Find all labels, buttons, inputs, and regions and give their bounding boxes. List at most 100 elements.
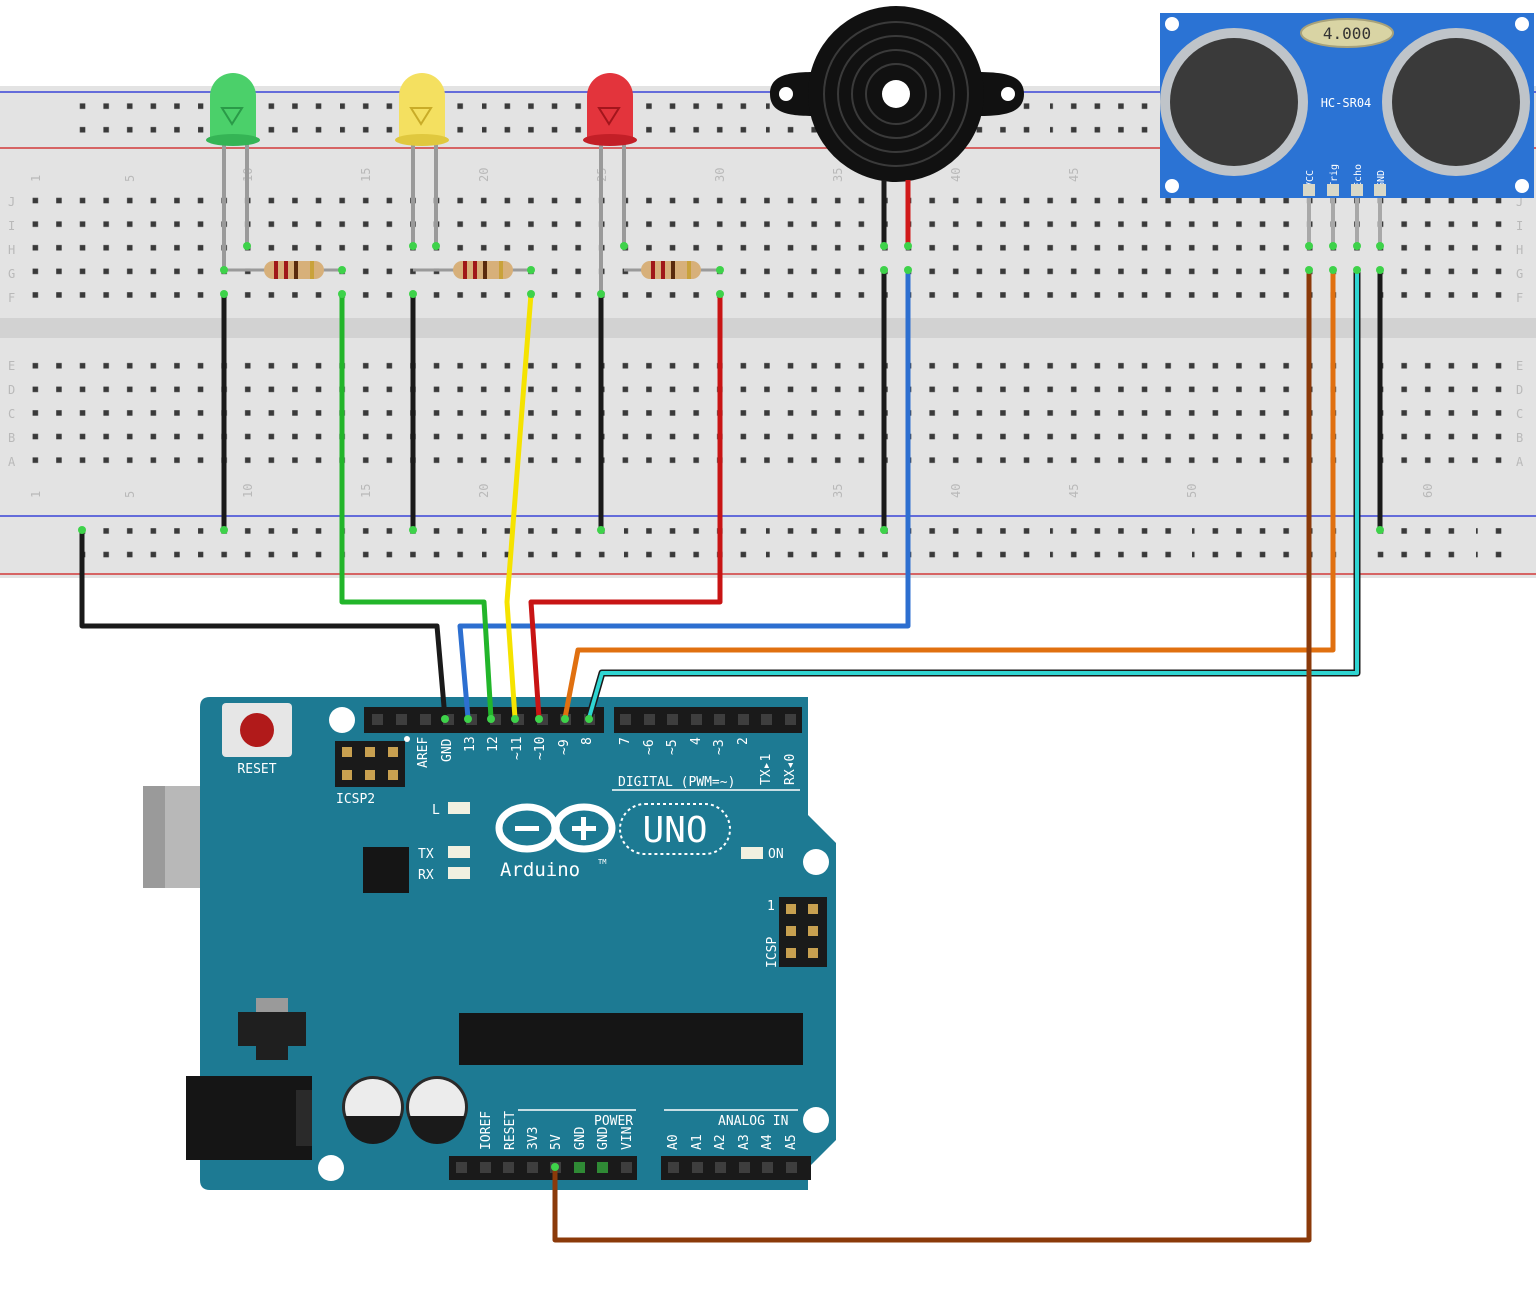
column-label: 45 [1067, 168, 1081, 182]
icsp2-label: ICSP2 [336, 792, 375, 807]
led-l [448, 802, 470, 814]
row-label: B [1516, 431, 1523, 445]
row-label: H [1516, 243, 1523, 257]
row-label: A [1516, 455, 1524, 469]
trademark-label: TM [598, 858, 606, 866]
column-label: 1 [29, 491, 43, 498]
column-label: 35 [831, 484, 845, 498]
wire-echo-pin8-color [587, 268, 1359, 720]
row-label: D [1516, 383, 1523, 397]
column-label: 30 [713, 168, 727, 182]
column-label: 45 [1067, 484, 1081, 498]
digital-pin-labels: AREF GND 13 12 ~11 ~10 ~9 8 7 ~6 ~5 4 ~3… [416, 736, 798, 785]
led-green [206, 73, 260, 270]
sensor-model-label: HC-SR04 [1321, 96, 1372, 110]
brand-label: Arduino [500, 859, 580, 881]
pin-label-a5: A5 [784, 1134, 799, 1150]
row-label: F [8, 291, 15, 305]
row-label: I [8, 219, 15, 233]
pin-label-gnd2: GND [596, 1126, 611, 1150]
pin-label-a1: A1 [690, 1134, 705, 1150]
wire-red-pin10 [528, 291, 723, 721]
row-label: H [8, 243, 15, 257]
pin-label-a2: A2 [713, 1134, 728, 1150]
wire-yellow-pin11 [504, 291, 534, 721]
pin-label-gnd1: GND [573, 1126, 588, 1150]
capacitor-1 [342, 1076, 404, 1144]
row-label: F [1516, 291, 1523, 305]
wire-vcc-5v [552, 267, 1312, 1243]
led-on [741, 847, 763, 859]
sensor-pin-trig-label: Trig [1329, 164, 1340, 188]
board-outline [200, 697, 836, 1190]
model-label: UNO [642, 810, 707, 851]
analog-pin-labels: A0 A1 A2 A3 A4 A5 [666, 1134, 799, 1150]
pin-label-13: 13 [463, 736, 478, 752]
column-label: 20 [477, 484, 491, 498]
column-label: 20 [477, 168, 491, 182]
led-l-label: L [432, 803, 440, 818]
reset-label: RESET [237, 762, 276, 777]
pin-label-vin: VIN [620, 1127, 635, 1150]
sensor-pin-vcc-label: VCC [1305, 170, 1316, 188]
column-labels-bottom: 1 5 10 15 20 35 40 45 50 60 [29, 484, 1435, 498]
pin-label-9: ~9 [557, 739, 572, 755]
pin-label-gnd: GND [440, 738, 455, 762]
pin-label-reset: RESET [503, 1111, 518, 1150]
column-label: 40 [949, 168, 963, 182]
row-labels-left: J I H G F E D C B A [8, 195, 16, 469]
wire-gnd-rail [79, 527, 448, 721]
voltage-regulator [256, 998, 288, 1012]
row-labels-right: J I H G F E D C B A [1516, 195, 1524, 469]
row-label: C [8, 407, 15, 421]
row-label: D [8, 383, 15, 397]
column-label: 50 [1185, 484, 1199, 498]
wire-trig-pin9 [562, 267, 1336, 721]
row-label: A [8, 455, 16, 469]
digital-header-right [614, 707, 802, 733]
pin-label-5v: 5V [549, 1134, 564, 1150]
resistor-3 [624, 261, 720, 279]
piezo-buzzer [770, 6, 1024, 246]
row-label: E [1516, 359, 1523, 373]
sensor-pin-echo-label: Echo [1353, 164, 1364, 188]
pin-label-7: 7 [618, 737, 633, 745]
pin-label-3v3: 3V3 [526, 1127, 541, 1150]
column-label: 35 [831, 168, 845, 182]
led-tx-label: TX [418, 847, 434, 862]
pin-label-ioref: IOREF [479, 1111, 494, 1150]
wire-buzzer-pin13 [457, 267, 911, 721]
row-label: G [1516, 267, 1523, 281]
crystal [1300, 18, 1394, 48]
resistor-2 [413, 261, 531, 279]
ultrasonic-sensor: 4.000 HC-SR04 VCC Trig Echo GND [1160, 13, 1534, 248]
row-label: C [1516, 407, 1523, 421]
pin-label-tx1: TX▸1 [759, 754, 774, 785]
pin-label-3: ~3 [712, 739, 727, 755]
pin-label-5: ~5 [665, 739, 680, 755]
row-label: E [8, 359, 15, 373]
power-jack [186, 1076, 312, 1160]
crystal-label: 4.000 [1323, 24, 1371, 43]
power-rail-bottom-holes [67, 518, 1519, 565]
arduino-uno: RESET ICSP2 AREF GND 13 12 ~11 ~10 ~9 8 [143, 697, 836, 1190]
pin-label-6: ~6 [642, 739, 657, 755]
pin-label-12: 12 [486, 736, 501, 752]
power-header [449, 1156, 637, 1180]
pin-label-11: ~11 [510, 737, 525, 760]
capacitor-2 [406, 1076, 468, 1144]
row-label: G [8, 267, 15, 281]
pin-label-a0: A0 [666, 1134, 681, 1150]
power-pin-labels: IOREF RESET 3V3 5V GND GND VIN [479, 1111, 635, 1150]
sensor-pin-gnd-label: GND [1376, 170, 1387, 188]
pin-label-4: 4 [689, 737, 704, 745]
column-label: 1 [29, 175, 43, 182]
led-on-label: ON [768, 847, 784, 862]
pin-label-2: 2 [736, 737, 751, 745]
led-rx-label: RX [418, 868, 434, 883]
pin-label-rx0: RX◂0 [783, 754, 798, 785]
column-label: 15 [359, 484, 373, 498]
column-label: 15 [359, 168, 373, 182]
center-channel [0, 318, 1536, 338]
microcontroller [459, 1013, 803, 1065]
